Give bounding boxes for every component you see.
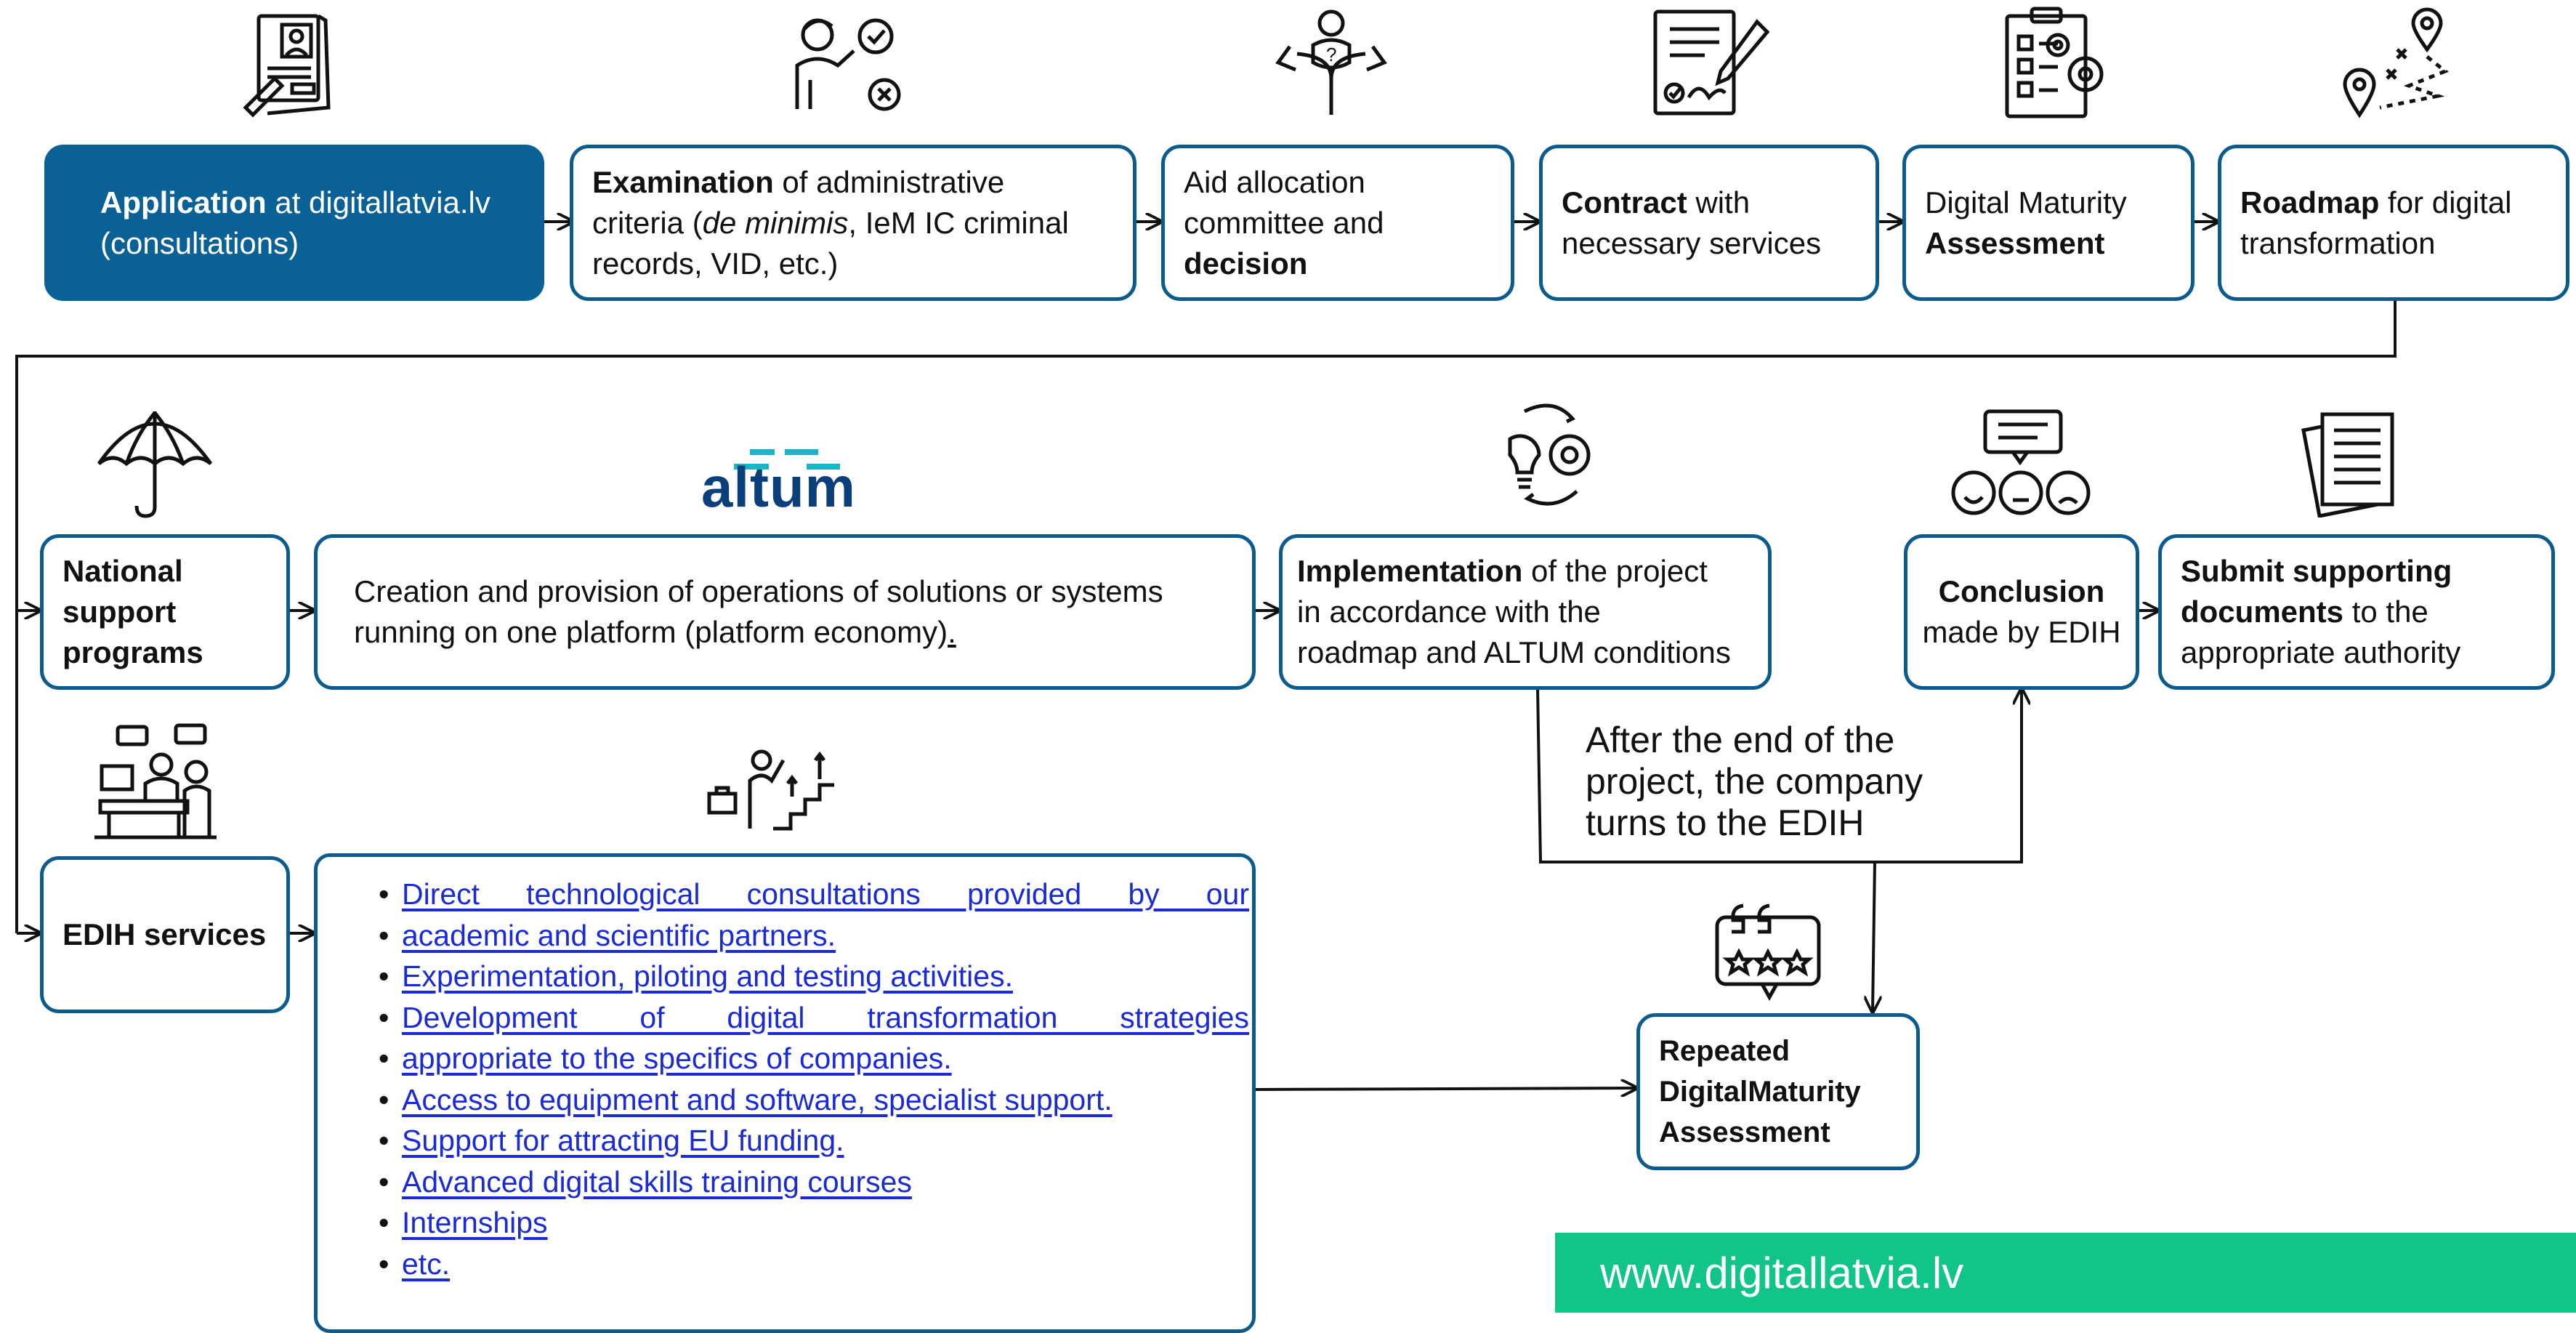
step-application: Application at digitallatvia.lv (consult… bbox=[44, 145, 544, 301]
repeated-line2: DigitalMaturity bbox=[1659, 1076, 1861, 1108]
step-roadmap: Roadmap for digital transformation bbox=[2218, 145, 2569, 301]
documents-icon bbox=[2301, 412, 2394, 518]
service-item[interactable]: etc. bbox=[379, 1244, 1249, 1285]
service-link[interactable]: etc. bbox=[402, 1247, 451, 1281]
service-item[interactable]: Support for attracting EU funding. bbox=[379, 1120, 1249, 1161]
national-line2: support bbox=[62, 595, 177, 629]
step-maturity: Digital Maturity Assessment bbox=[1902, 145, 2195, 301]
conclusion: Conclusion made by EDIH bbox=[1904, 534, 2139, 690]
implementation: Implementation of the project in accorda… bbox=[1279, 534, 1772, 690]
examination-person-icon bbox=[795, 18, 901, 111]
idea-gears-icon bbox=[1508, 403, 1591, 506]
service-item-continuation[interactable]: academic and scientific partners. bbox=[379, 915, 1249, 957]
after-note-line2: project, the company bbox=[1586, 761, 1923, 802]
service-item[interactable]: Development of digital transformation st… bbox=[379, 997, 1249, 1039]
platform-economy: Creation and provision of operations of … bbox=[314, 534, 1256, 690]
roadmap-pin-icon bbox=[2343, 7, 2449, 118]
step-examination-line2b: , IeM IC criminal bbox=[848, 205, 1069, 240]
implementation-rest: of the project bbox=[1522, 554, 1708, 588]
implementation-bold: Implementation bbox=[1297, 554, 1523, 588]
submit-rest: to the bbox=[2343, 595, 2428, 629]
service-link[interactable]: Direct technological consultations provi… bbox=[402, 877, 1249, 911]
submit-bold2: documents bbox=[2181, 595, 2344, 629]
step-examination-italic: de minimis bbox=[702, 205, 849, 240]
service-item[interactable]: Access to equipment and software, specia… bbox=[379, 1079, 1249, 1121]
step-application-line2: (consultations) bbox=[100, 225, 299, 260]
conclusion-line2: made by EDIH bbox=[1922, 615, 2121, 649]
service-link[interactable]: Support for attracting EU funding. bbox=[402, 1124, 844, 1157]
step-examination-bold: Examination bbox=[592, 164, 774, 199]
decision-crossroads-icon: ? bbox=[1275, 9, 1387, 115]
repeated-line1: Repeated bbox=[1659, 1035, 1790, 1067]
step-maturity-bold: Assessment bbox=[1925, 225, 2105, 260]
submit-documents: Submit supporting documents to the appro… bbox=[2158, 534, 2555, 690]
national-support: National support programs bbox=[40, 534, 290, 690]
step-decision-line2: committee and bbox=[1184, 205, 1384, 240]
growth-steps-icon bbox=[707, 749, 834, 831]
rating-stars-icon bbox=[1715, 903, 1821, 1002]
after-note-line3: turns to the EDIH bbox=[1586, 802, 1865, 843]
submit-bold1: Submit supporting bbox=[2181, 554, 2452, 588]
edih-services: EDIH services bbox=[40, 856, 290, 1013]
application-form-icon bbox=[243, 14, 331, 118]
service-item-continuation[interactable]: appropriate to the specifics of companie… bbox=[379, 1038, 1249, 1079]
step-decision-bold: decision bbox=[1184, 246, 1308, 281]
service-item[interactable]: Experimentation, piloting and testing ac… bbox=[379, 956, 1249, 997]
service-link[interactable]: academic and scientific partners. bbox=[402, 918, 836, 952]
service-link[interactable]: Access to equipment and software, specia… bbox=[402, 1082, 1113, 1116]
after-note-line1: After the end of the bbox=[1586, 720, 1895, 760]
service-link[interactable]: Advanced digital skills training courses bbox=[402, 1164, 912, 1199]
service-item[interactable]: Internships bbox=[379, 1202, 1249, 1244]
service-desk-icon bbox=[94, 723, 217, 839]
platform-line1: Creation and provision of operations of … bbox=[354, 574, 1163, 608]
service-link[interactable]: Development of digital transformation st… bbox=[402, 1000, 1249, 1034]
step-examination-line2a: criteria ( bbox=[592, 205, 703, 240]
step-examination-rest: of administrative bbox=[773, 164, 1005, 199]
repeated-line3: Assessment bbox=[1659, 1116, 1830, 1148]
implementation-line2: in accordance with the bbox=[1297, 595, 1601, 629]
umbrella-icon bbox=[97, 411, 213, 518]
step-contract-line2: necessary services bbox=[1562, 225, 1822, 260]
step-decision: Aid allocation committee and decision bbox=[1161, 145, 1514, 301]
services-list: Direct technological consultations provi… bbox=[379, 874, 1249, 1284]
website-url[interactable]: www.digitallatvia.lv bbox=[1600, 1248, 1964, 1297]
service-link[interactable]: appropriate to the specifics of companie… bbox=[402, 1042, 952, 1075]
altum-logo: altum bbox=[701, 455, 857, 519]
service-item[interactable]: Advanced digital skills training courses bbox=[379, 1161, 1249, 1203]
step-examination: Examination of administrative criteria (… bbox=[570, 145, 1136, 301]
step-application-rest: at digitallatvia.lv bbox=[266, 185, 490, 220]
step-roadmap-bold: Roadmap bbox=[2240, 185, 2380, 220]
service-item[interactable]: Direct technological consultations provi… bbox=[379, 874, 1249, 915]
conclusion-bold: Conclusion bbox=[1938, 574, 2105, 608]
step-maturity-line1: Digital Maturity bbox=[1925, 185, 2127, 220]
maturity-checklist-icon bbox=[2005, 7, 2104, 118]
step-contract-rest: with bbox=[1687, 185, 1751, 220]
svg-text:?: ? bbox=[1326, 44, 1336, 65]
submit-line3: appropriate authority bbox=[2181, 635, 2461, 669]
platform-dot: . bbox=[948, 615, 956, 649]
platform-line2: running on one platform (platform econom… bbox=[354, 615, 948, 649]
feedback-faces-icon bbox=[1951, 409, 2091, 515]
step-application-bold: Application bbox=[100, 185, 267, 220]
step-examination-line3: records, VID, etc.) bbox=[592, 246, 839, 281]
after-project-note: After the end of the project, the compan… bbox=[1586, 720, 1923, 844]
national-line3: programs bbox=[62, 635, 203, 669]
step-roadmap-rest: for digital bbox=[2379, 185, 2512, 220]
contract-sign-icon bbox=[1653, 9, 1770, 116]
service-link[interactable]: Internships bbox=[402, 1206, 548, 1239]
step-roadmap-line2: transformation bbox=[2240, 225, 2436, 260]
national-line1: National bbox=[62, 554, 183, 588]
repeated-assessment: Repeated DigitalMaturity Assessment bbox=[1636, 1013, 1920, 1170]
service-link[interactable]: Experimentation, piloting and testing ac… bbox=[402, 959, 1013, 993]
altum-logo-bars bbox=[734, 449, 840, 470]
edih-services-label: EDIH services bbox=[62, 917, 267, 951]
implementation-line3: roadmap and ALTUM conditions bbox=[1297, 635, 1731, 669]
step-contract-bold: Contract bbox=[1562, 185, 1687, 220]
step-decision-line1: Aid allocation bbox=[1184, 164, 1365, 199]
website-banner[interactable]: www.digitallatvia.lv bbox=[1555, 1233, 2576, 1313]
step-contract: Contract with necessary services bbox=[1539, 145, 1879, 301]
